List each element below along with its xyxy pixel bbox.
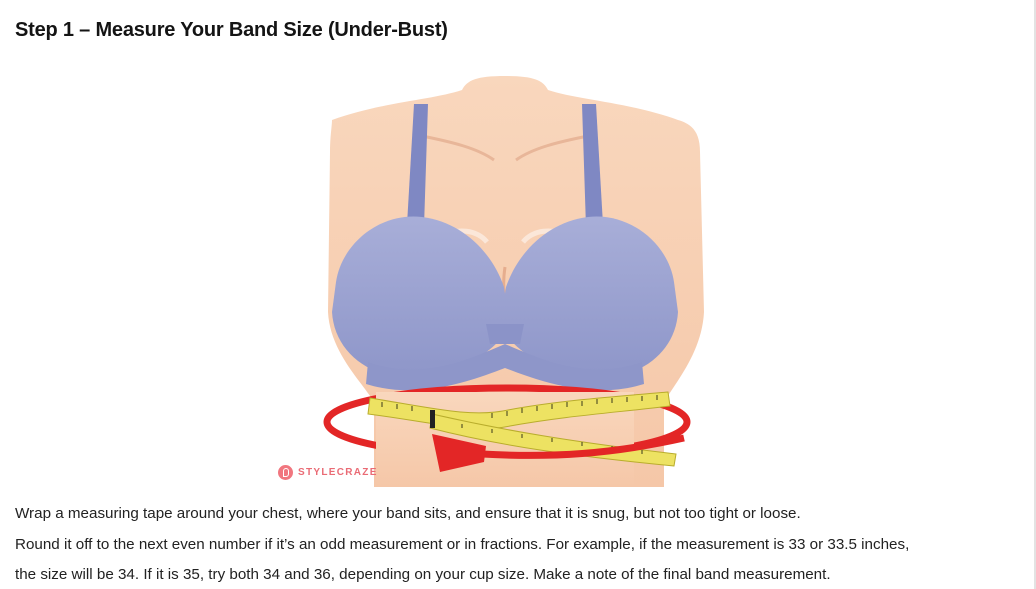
instruction-text: Wrap a measuring tape around your chest,… <box>15 499 1025 589</box>
tape-clip <box>430 410 435 428</box>
instruction-line: Round it off to the next even number if … <box>15 535 910 553</box>
scrollbar-edge <box>1034 0 1036 589</box>
collarbone-right <box>515 134 589 162</box>
stylecraze-logo-icon <box>278 465 293 480</box>
measuring-tape-illustration <box>323 76 704 487</box>
bra-strap-right <box>582 104 604 242</box>
section-heading: Step 1 – Measure Your Band Size (Under-B… <box>15 19 448 41</box>
bra-strap-left <box>406 104 428 242</box>
bra-band <box>366 344 644 391</box>
instruction-line: Wrap a measuring tape around your chest,… <box>15 505 801 522</box>
instruction-line: the size will be 34. If it is 35, try bo… <box>15 566 831 583</box>
arrow-head <box>432 434 486 472</box>
collarbone-left <box>421 134 495 162</box>
bra-cup-right <box>500 216 678 378</box>
watermark-text: STYLECRAZE <box>298 467 378 478</box>
stylecraze-watermark: STYLECRAZE <box>278 465 378 480</box>
bra-cup-left <box>332 216 510 378</box>
bra-center-gore <box>486 324 524 344</box>
band-size-illustration: STYLECRAZE <box>272 62 738 487</box>
arrow-front-line <box>481 434 685 459</box>
tape-ticks <box>381 395 658 454</box>
